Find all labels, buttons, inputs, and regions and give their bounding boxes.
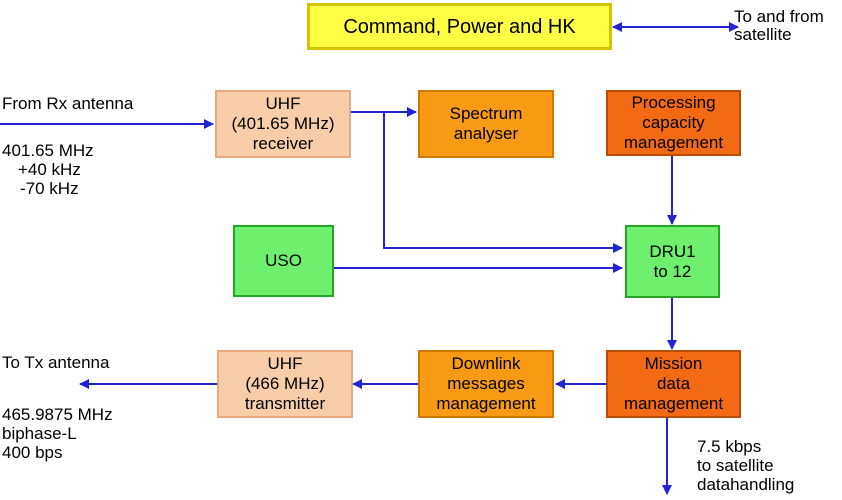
tx-params-line1: 465.9875 MHz	[2, 405, 113, 424]
downlink-messages-block: Downlink messages management	[418, 350, 554, 418]
mission-line3: management	[623, 394, 724, 413]
uso-block: USO	[233, 225, 334, 297]
rx-freq-line2: +40 kHz	[18, 160, 81, 179]
to-from-satellite-label: To and from satellite	[734, 8, 824, 44]
uso-label: USO	[265, 251, 302, 270]
uhf-transmitter-block: UHF (466 MHz) transmitter	[217, 350, 353, 418]
processing-line3: management	[623, 133, 724, 152]
rate-line2: to satellite	[697, 456, 774, 475]
command-power-hk-block: Command, Power and HK	[307, 3, 612, 50]
processing-line1: Processing	[631, 93, 716, 112]
processing-capacity-block: Processing capacity management	[606, 90, 741, 156]
tx-params-line2: biphase-L	[2, 424, 77, 443]
spectrum-analyser-block: Spectrum analyser	[418, 90, 554, 158]
rate-line1: 7.5 kbps	[697, 437, 762, 456]
mission-data-block: Mission data management	[606, 350, 741, 418]
mission-line1: Mission	[644, 354, 703, 373]
to-from-satellite-line1: To and from	[734, 7, 824, 26]
datahandling-rate-label: 7.5 kbps to satellite datahandling	[697, 437, 794, 494]
tx-params-line3: 400 bps	[2, 443, 63, 462]
downlink-line2: messages	[447, 374, 525, 393]
rx-freq-line3: -70 kHz	[20, 179, 79, 198]
downlink-line3: management	[436, 394, 536, 413]
uhf-receiver-line3: receiver	[252, 134, 314, 153]
processing-line2: capacity	[642, 113, 705, 132]
tx-parameters-label: 465.9875 MHz biphase-L 400 bps	[2, 405, 113, 462]
rx-freq-line1: 401.65 MHz	[2, 141, 94, 160]
dru-block: DRU1 to 12	[625, 225, 720, 298]
uhf-receiver-block: UHF (401.65 MHz) receiver	[215, 90, 351, 158]
mission-line2: data	[656, 374, 691, 393]
rate-line3: datahandling	[697, 475, 795, 494]
uhf-transmitter-line1: UHF	[267, 354, 303, 373]
dru-line2: to 12	[653, 261, 692, 281]
uhf-receiver-line1: UHF	[265, 94, 301, 113]
to-from-satellite-line2: satellite	[734, 25, 792, 44]
downlink-line1: Downlink	[451, 354, 521, 373]
command-power-hk-label: Command, Power and HK	[343, 15, 576, 38]
to-tx-antenna-label: To Tx antenna	[2, 353, 110, 372]
spectrum-line2: analyser	[453, 124, 519, 143]
uhf-transmitter-line2: (466 MHz)	[245, 374, 325, 393]
uhf-transmitter-line3: transmitter	[244, 394, 326, 413]
dru-line1: DRU1	[649, 241, 696, 261]
rx-frequency-label: 401.65 MHz +40 kHz -70 kHz	[2, 141, 94, 198]
uhf-receiver-line2: (401.65 MHz)	[231, 114, 335, 133]
from-rx-antenna-label: From Rx antenna	[2, 94, 134, 113]
arrow-receiver-to-dru	[351, 111, 623, 253]
spectrum-line1: Spectrum	[449, 104, 523, 123]
